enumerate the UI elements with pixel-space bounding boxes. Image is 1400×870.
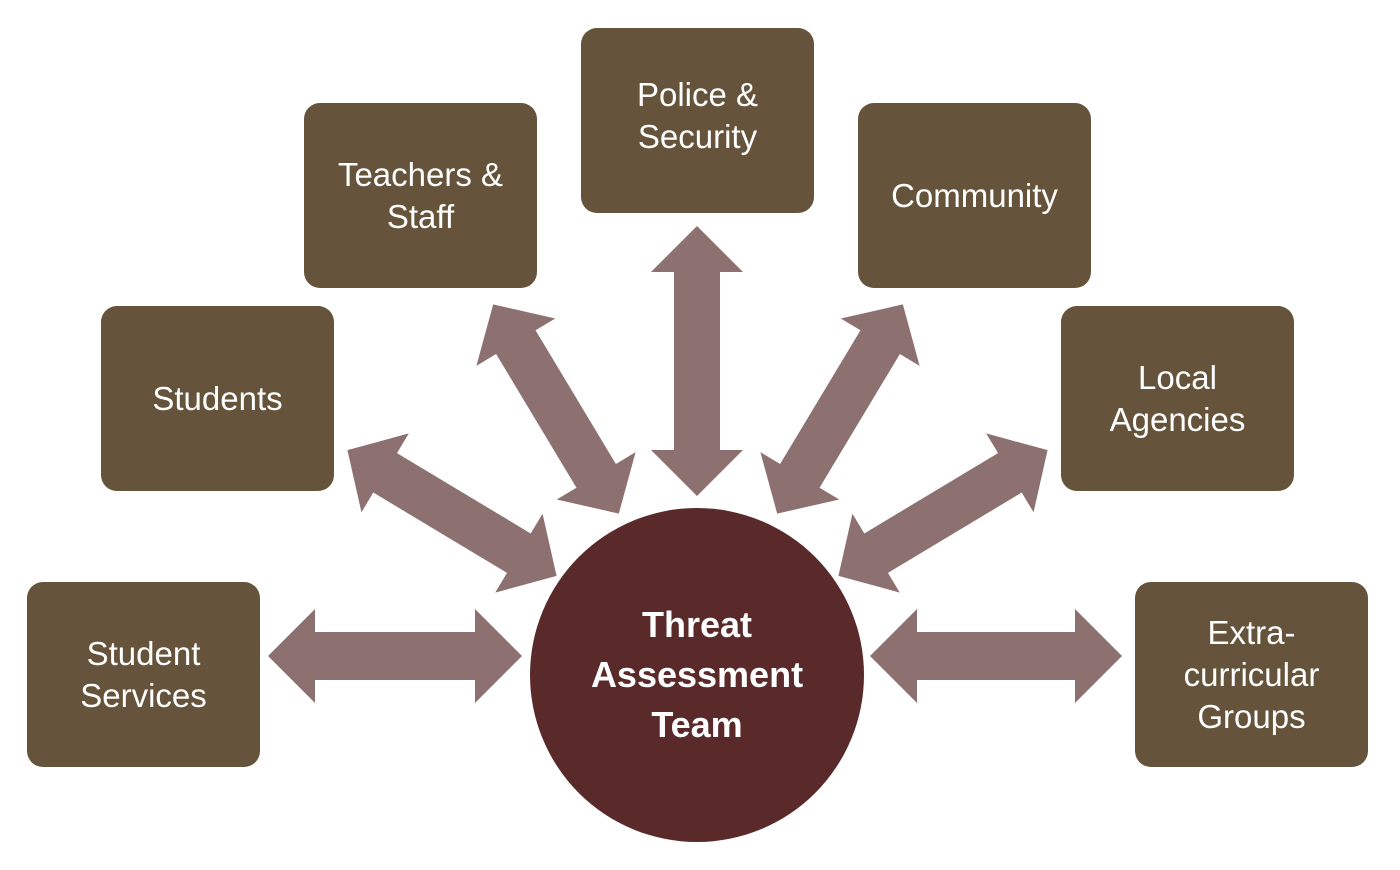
arrow-local-agencies bbox=[838, 433, 1048, 593]
node-local-agencies: Local Agencies bbox=[1061, 306, 1294, 491]
node-teachers-staff: Teachers & Staff bbox=[304, 103, 537, 288]
arrow-student-services bbox=[268, 609, 522, 703]
hub-label: Threat Assessment Team bbox=[590, 604, 804, 745]
arrow-extracurricular-groups bbox=[870, 609, 1122, 703]
hub-threat-assessment-team: Threat Assessment Team bbox=[530, 508, 864, 842]
node-extracurricular-groups: Extra- curricular Groups bbox=[1135, 582, 1368, 767]
node-police-security: Police & Security bbox=[581, 28, 814, 213]
node-student-services: Student Services bbox=[27, 582, 260, 767]
node-label: Police & Security bbox=[636, 75, 759, 155]
node-students: Students bbox=[101, 306, 334, 491]
node-label: Teachers & Staff bbox=[337, 155, 504, 235]
node-label: Local Agencies bbox=[1109, 358, 1246, 438]
arrow-police-security bbox=[651, 226, 743, 496]
arrow-students bbox=[347, 433, 557, 593]
node-label: Students bbox=[152, 379, 283, 417]
node-label: Community bbox=[891, 176, 1058, 214]
node-label: Extra- curricular Groups bbox=[1183, 613, 1320, 735]
arrow-teachers-staff bbox=[476, 304, 636, 514]
node-label: Student Services bbox=[80, 634, 207, 714]
arrow-community bbox=[760, 304, 920, 514]
node-community: Community bbox=[858, 103, 1091, 288]
